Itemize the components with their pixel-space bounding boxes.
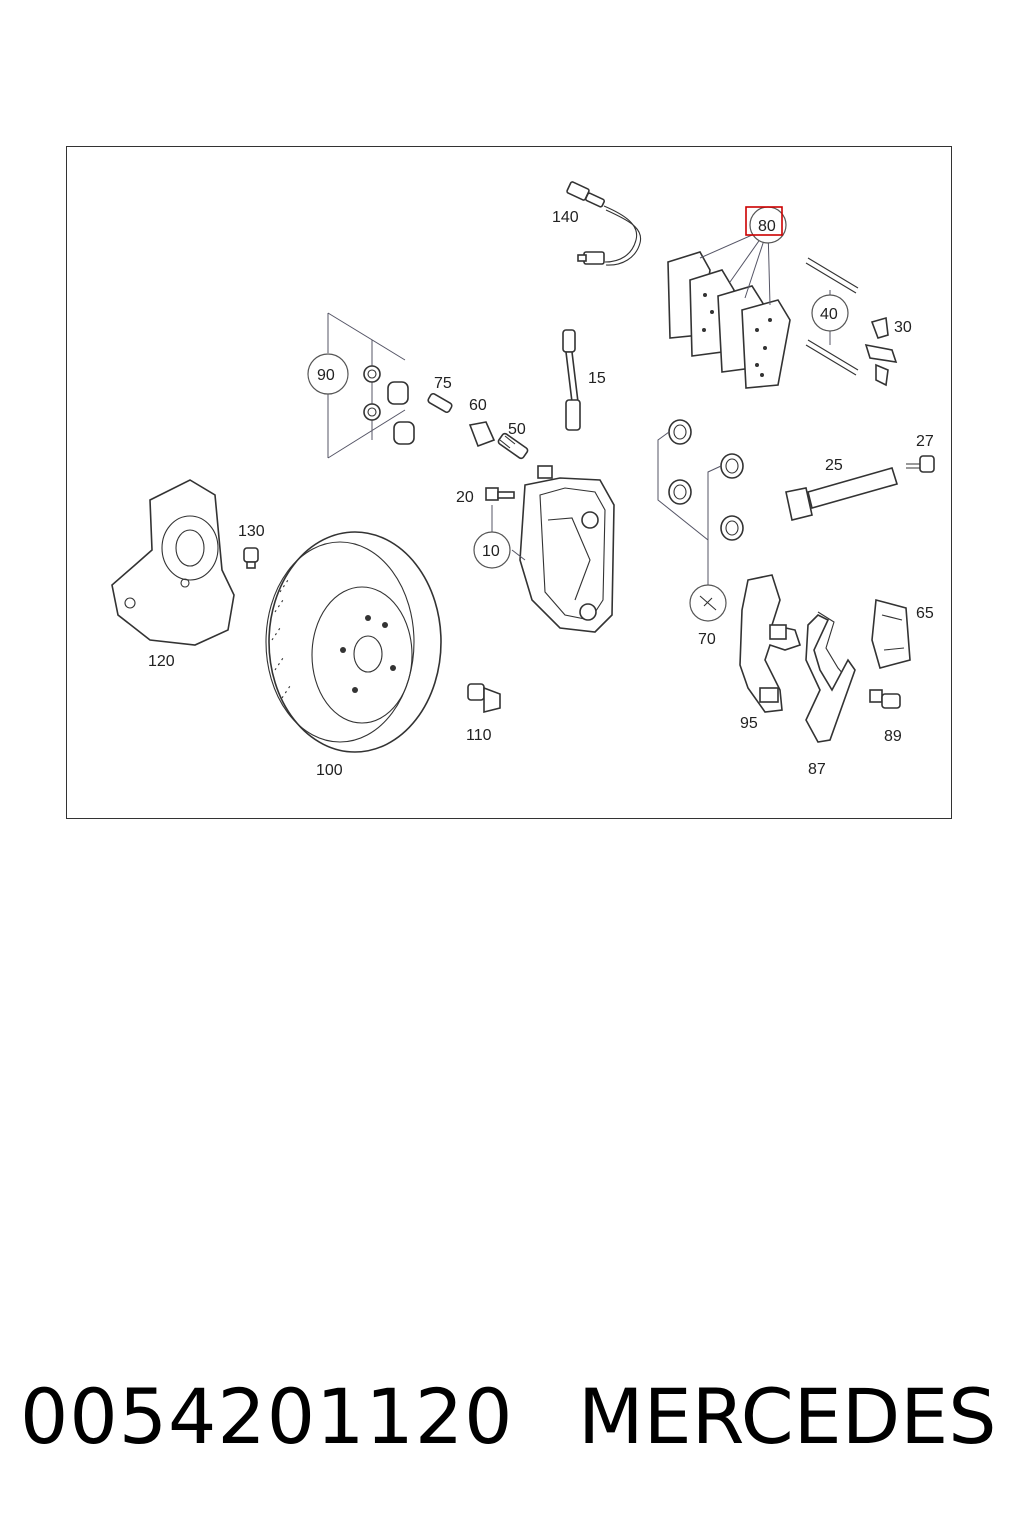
callout-10[interactable]: 10 (473, 531, 511, 569)
label-130: 130 (238, 523, 265, 540)
label-140: 140 (552, 209, 579, 226)
part-89-screw[interactable] (869, 689, 901, 709)
label-70: 70 (698, 631, 716, 648)
part-95-caliper-bracket[interactable] (739, 574, 802, 713)
part-50-bleeder-valve[interactable] (497, 432, 529, 460)
part-10-brake-caliper[interactable] (511, 465, 615, 633)
callout-90[interactable]: 90 (307, 353, 349, 395)
callout-70[interactable] (689, 584, 727, 622)
label-90: 90 (317, 367, 335, 384)
label-110: 110 (466, 727, 492, 744)
part-120-splash-shield[interactable] (111, 479, 235, 646)
label-30: 30 (894, 319, 912, 336)
wrench-icon (699, 595, 717, 611)
part-90-seal-kit[interactable] (327, 312, 415, 459)
part-number: 0054201120 (20, 1372, 514, 1461)
brand-name: MERCEDES (578, 1372, 997, 1461)
label-20: 20 (456, 489, 474, 506)
part-87-wire-guide[interactable] (805, 611, 856, 743)
diagram-frame (66, 146, 952, 819)
label-25: 25 (825, 457, 843, 474)
label-100: 100 (316, 762, 343, 779)
part-27-screw[interactable] (906, 455, 935, 473)
label-27: 27 (916, 433, 934, 450)
part-65-pad-guide[interactable] (871, 598, 911, 669)
label-50: 50 (508, 421, 526, 438)
label-80: 80 (758, 218, 776, 235)
part-25-long-bolt[interactable] (785, 467, 899, 521)
part-70-o-ring-kit[interactable] (657, 419, 744, 585)
part-140-wear-sensor[interactable] (566, 181, 642, 266)
label-60: 60 (469, 397, 487, 414)
callout-40[interactable]: 40 (811, 294, 849, 332)
part-100-brake-disc[interactable] (265, 531, 442, 753)
label-120: 120 (148, 653, 175, 670)
part-75-bleeder-screw[interactable] (427, 392, 453, 414)
label-95: 95 (740, 715, 758, 732)
label-87: 87 (808, 761, 826, 778)
part-130-screw[interactable] (243, 547, 259, 569)
label-65: 65 (916, 605, 934, 622)
part-80-brake-pads[interactable] (667, 227, 791, 389)
label-75: 75 (434, 375, 452, 392)
part-30-spring-clip[interactable] (864, 316, 898, 387)
label-10: 10 (482, 543, 500, 560)
label-15: 15 (588, 370, 606, 387)
label-89: 89 (884, 728, 902, 745)
part-20-bolt[interactable] (485, 487, 515, 535)
part-110-bolt[interactable] (467, 683, 501, 714)
callout-80[interactable]: 80 (745, 206, 787, 244)
part-15-brake-hose[interactable] (562, 329, 581, 431)
caption-bar: 0054201120 MERCEDES (0, 1372, 1024, 1472)
label-40: 40 (820, 306, 838, 323)
part-60-dust-cap[interactable] (468, 421, 496, 448)
highlight-box (745, 206, 783, 236)
